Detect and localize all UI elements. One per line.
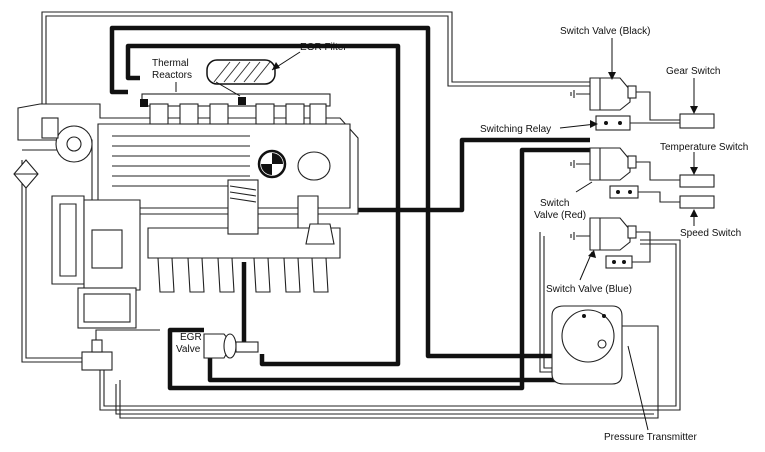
temperature-switch xyxy=(679,174,715,188)
electrical-wiring xyxy=(595,91,680,269)
label-pressure-transmitter: Pressure Transmitter xyxy=(604,432,697,443)
label-switch-valve-blue: Switch Valve (Blue) xyxy=(546,284,632,295)
label-egr-valve-line1: EGR xyxy=(180,332,202,343)
label-gear-switch: Gear Switch xyxy=(666,66,720,77)
label-switch-valve-red-line1: Switch xyxy=(540,198,569,209)
leader-lines xyxy=(175,38,698,431)
label-switch-valve-black: Switch Valve (Black) xyxy=(560,26,650,37)
label-temperature-switch: Temperature Switch xyxy=(660,142,748,153)
thick-vacuum-lines xyxy=(109,25,613,391)
label-switch-valve-red-line2: Valve (Red) xyxy=(534,210,586,221)
gear-switch xyxy=(679,113,715,129)
label-thermal-reactors-line1: Thermal xyxy=(152,58,189,69)
label-egr-valve-line2: Valve xyxy=(176,344,201,355)
diagram-labels: EGR Filter Thermal Reactors Switch Valve… xyxy=(152,26,748,443)
bmw-roundel-icon xyxy=(257,149,287,179)
intake-manifold xyxy=(147,179,341,293)
egr-valve xyxy=(203,333,259,359)
switch-valve-blue xyxy=(570,217,637,251)
label-speed-switch: Speed Switch xyxy=(680,228,741,239)
label-egr-filter: EGR Filter xyxy=(300,42,347,53)
thermal-reactors xyxy=(140,93,331,125)
label-thermal-reactors-line2: Reactors xyxy=(152,70,192,81)
switch-valve-black xyxy=(570,77,637,111)
pressure-transmitter xyxy=(551,305,623,385)
engine-block xyxy=(17,103,359,329)
egr-filter xyxy=(206,59,276,85)
speed-switch xyxy=(679,195,715,209)
switch-valve-red xyxy=(570,147,637,181)
distributor xyxy=(13,117,93,189)
vacuum-valve-bottom-left xyxy=(81,339,113,371)
label-switching-relay: Switching Relay xyxy=(480,124,551,135)
